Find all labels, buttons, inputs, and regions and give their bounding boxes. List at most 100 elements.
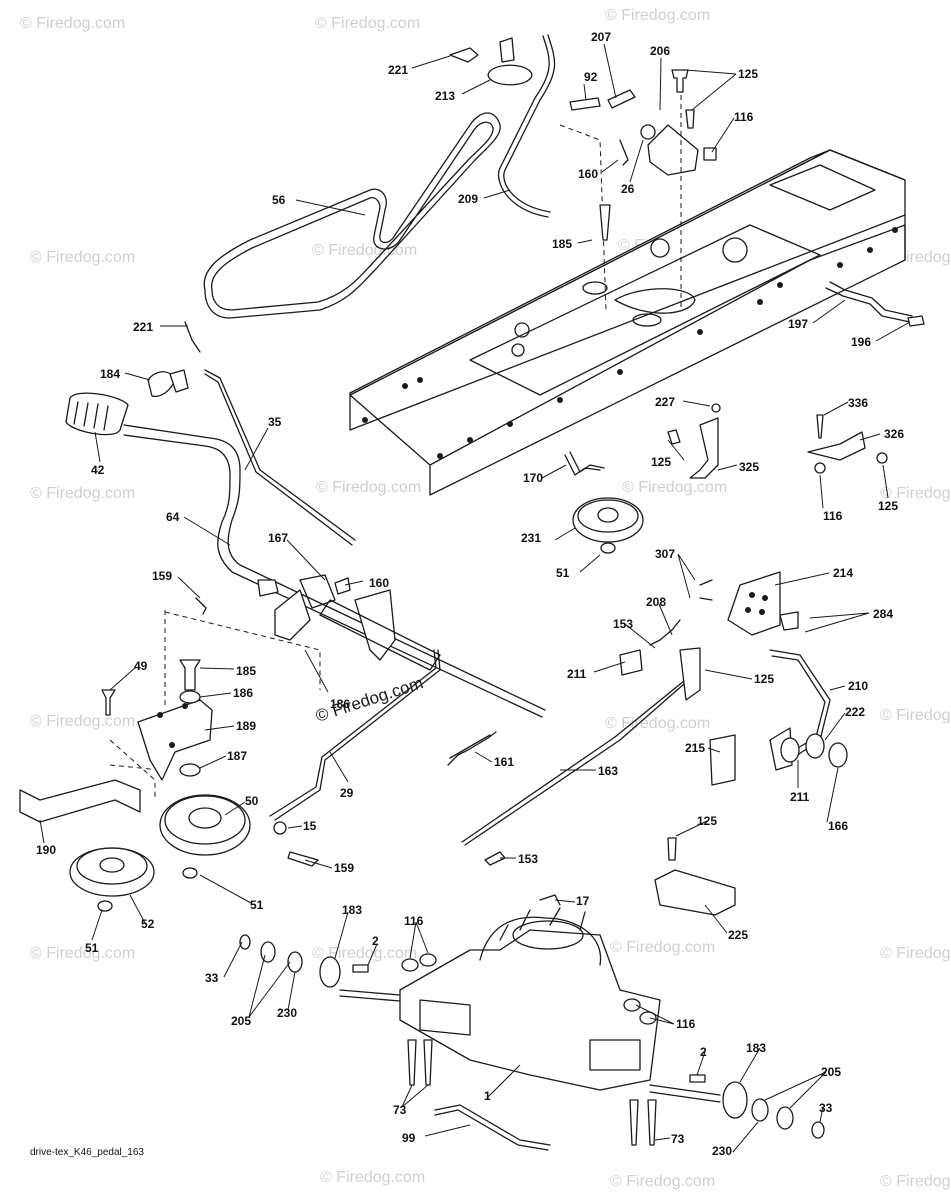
watermark: © Firedog.com — [880, 945, 951, 962]
callout-92: 92 — [584, 70, 598, 84]
watermark: © Firedog.com — [20, 15, 125, 32]
top-fasteners — [449, 37, 717, 311]
callout-2: 2 — [700, 1045, 707, 1059]
callout-73: 73 — [393, 1103, 407, 1117]
callout-1: 1 — [484, 1089, 491, 1103]
callout-116: 116 — [823, 509, 843, 523]
callout-210: 210 — [848, 679, 868, 693]
callout-205: 205 — [231, 1014, 251, 1028]
callout-215: 215 — [685, 741, 705, 755]
callout-190: 190 — [36, 843, 56, 857]
handle-rod-assembly — [65, 321, 546, 718]
callout-15: 15 — [303, 819, 317, 833]
watermark: © Firedog.com — [880, 707, 951, 724]
callout-159: 159 — [152, 569, 172, 583]
watermark: © Firedog.com — [605, 715, 710, 732]
watermark: © Firedog.com — [320, 1169, 425, 1186]
callout-125: 125 — [697, 814, 717, 828]
callout-42: 42 — [91, 463, 105, 477]
callout-222: 222 — [845, 705, 865, 719]
watermark: © Firedog.com — [605, 7, 710, 24]
callout-231: 231 — [521, 531, 541, 545]
drive-belt — [203, 112, 501, 319]
callout-51: 51 — [556, 566, 570, 580]
callout-35: 35 — [268, 415, 282, 429]
callout-33: 33 — [819, 1101, 833, 1115]
callout-207: 207 — [591, 30, 611, 44]
callout-230: 230 — [712, 1144, 732, 1158]
watermark: © Firedog.com — [30, 485, 135, 502]
callout-159: 159 — [334, 861, 354, 875]
callout-166: 166 — [828, 819, 848, 833]
callout-183: 183 — [342, 903, 362, 917]
callout-160: 160 — [369, 576, 389, 590]
watermark: © Firedog.com — [880, 1173, 951, 1190]
callout-227: 227 — [655, 395, 675, 409]
callout-214: 214 — [833, 566, 853, 580]
callout-184: 184 — [100, 367, 120, 381]
transaxle-assembly — [239, 907, 825, 1151]
callout-64: 64 — [166, 510, 180, 524]
callout-116: 116 — [404, 914, 424, 928]
callout-2: 2 — [372, 934, 379, 948]
leader-lines — [39, 43, 911, 1153]
watermark: © Firedog.com — [30, 249, 135, 266]
callout-51: 51 — [85, 941, 99, 955]
watermark: © Firedog.com — [610, 939, 715, 956]
right-brackets — [667, 281, 925, 479]
assembly-guides — [109, 610, 321, 800]
callout-160: 160 — [578, 167, 598, 181]
callout-125: 125 — [651, 455, 671, 469]
callout-17: 17 — [576, 894, 590, 908]
watermark: © Firedog.com — [312, 945, 417, 962]
watermark: © Firedog.com — [316, 479, 421, 496]
callout-211: 211 — [790, 790, 810, 804]
callout-153: 153 — [613, 617, 633, 631]
callout-189: 189 — [236, 719, 256, 733]
callout-170: 170 — [523, 471, 543, 485]
watermark: © Firedog.com — [30, 945, 135, 962]
callout-196: 196 — [851, 335, 871, 349]
watermark: © Firedog.com — [622, 479, 727, 496]
callout-161: 161 — [494, 755, 514, 769]
callout-197: 197 — [788, 317, 808, 331]
callout-56: 56 — [272, 193, 286, 207]
callout-187: 187 — [227, 749, 247, 763]
callout-116: 116 — [734, 110, 754, 124]
chassis-frame — [349, 149, 906, 496]
callout-208: 208 — [646, 595, 666, 609]
callout-211: 211 — [567, 667, 587, 681]
callout-186: 186 — [233, 686, 253, 700]
callout-50: 50 — [245, 794, 259, 808]
callout-221: 221 — [133, 320, 153, 334]
callout-186: 186 — [330, 697, 350, 711]
callout-185: 185 — [552, 237, 572, 251]
callout-99: 99 — [402, 1131, 416, 1145]
shift-rod — [498, 34, 556, 218]
callout-205: 205 — [821, 1065, 841, 1079]
callout-49: 49 — [134, 659, 148, 673]
callout-153: 153 — [518, 852, 538, 866]
callout-26: 26 — [621, 182, 635, 196]
callout-336: 336 — [848, 396, 868, 410]
callout-284: 284 — [873, 607, 893, 621]
callout-209: 209 — [458, 192, 478, 206]
callout-labels: 221 213 207 92 206 125 116 160 26 56 209… — [36, 30, 904, 1158]
pedal-assembly — [619, 571, 848, 916]
callout-230: 230 — [277, 1006, 297, 1020]
callout-167: 167 — [268, 531, 288, 545]
callout-125: 125 — [754, 672, 774, 686]
callout-307: 307 — [655, 547, 675, 561]
watermark: © Firedog.com — [610, 1173, 715, 1190]
callout-206: 206 — [650, 44, 670, 58]
callout-33: 33 — [205, 971, 219, 985]
callout-325: 325 — [739, 460, 759, 474]
diagram-caption: drive-tex_K46_pedal_163 — [30, 1147, 144, 1158]
watermark: © Firedog.com — [312, 242, 417, 259]
middle-pulley — [564, 451, 644, 554]
callout-326: 326 — [884, 427, 904, 441]
callout-125: 125 — [738, 67, 758, 81]
callout-52: 52 — [141, 917, 155, 931]
callout-163: 163 — [598, 764, 618, 778]
